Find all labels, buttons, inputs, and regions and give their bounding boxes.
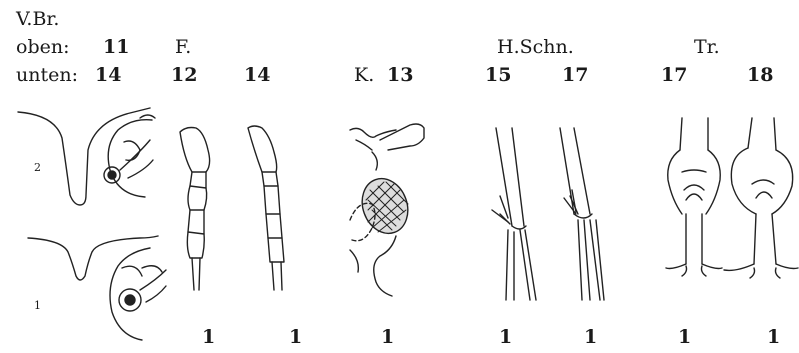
antenna-12-drawing bbox=[180, 128, 210, 291]
tibia-17-drawing bbox=[560, 128, 604, 300]
bottom-number-7: 1 bbox=[767, 328, 780, 347]
bottom-number-5: 1 bbox=[584, 328, 597, 347]
tarsus-18-drawing bbox=[724, 118, 798, 278]
head-drawing bbox=[350, 124, 424, 296]
bottom-number-1: 1 bbox=[202, 328, 215, 347]
tibia-15-drawing bbox=[492, 128, 536, 300]
bottom-number-4: 1 bbox=[499, 328, 512, 347]
bottom-number-2: 1 bbox=[289, 328, 302, 347]
tarsus-17-drawing bbox=[666, 118, 722, 276]
figure-number-upper: 2 bbox=[34, 162, 41, 173]
vbr-lower-drawing bbox=[28, 236, 166, 340]
figure-number-lower: 1 bbox=[34, 300, 41, 311]
antenna-14-drawing bbox=[248, 126, 284, 290]
vbr-upper-drawing bbox=[18, 108, 155, 205]
bottom-number-3: 1 bbox=[381, 328, 394, 347]
bottom-number-6: 1 bbox=[678, 328, 691, 347]
